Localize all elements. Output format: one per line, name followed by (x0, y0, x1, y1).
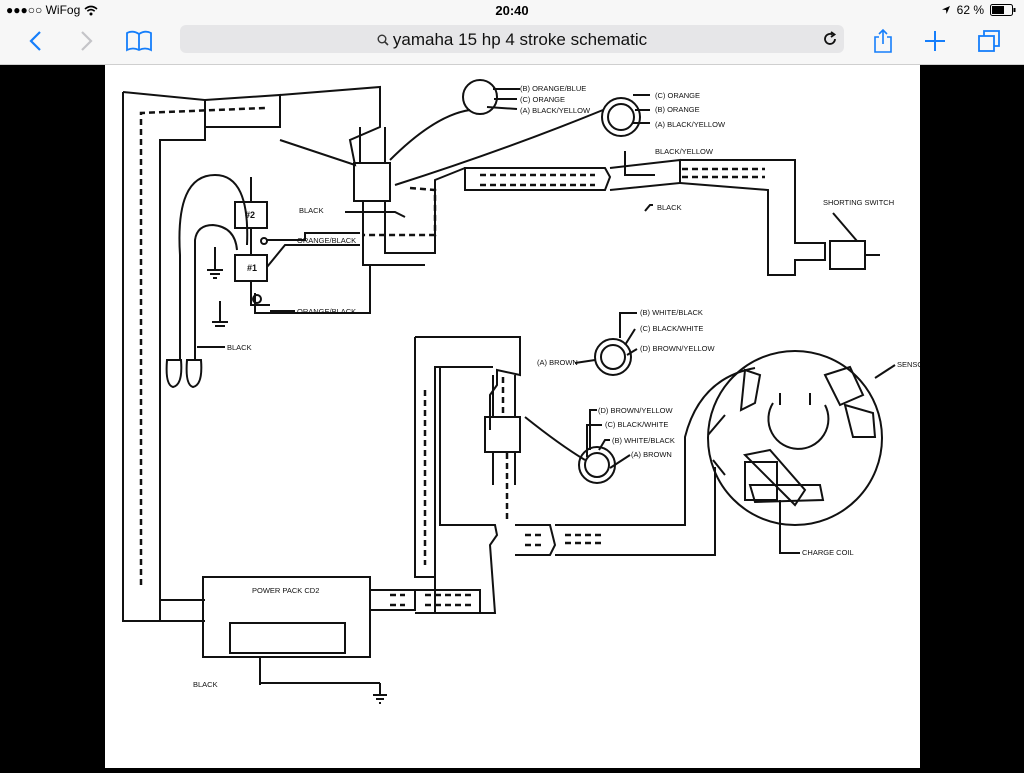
share-button[interactable] (866, 26, 900, 56)
chevron-right-icon (81, 31, 93, 51)
label-orange-black-1: ORANGE/BLACK (297, 236, 356, 245)
clock: 20:40 (495, 3, 529, 18)
address-bar[interactable]: yamaha 15 hp 4 stroke schematic (180, 25, 844, 53)
label-mid-plug1-b: (B) WHITE/BLACK (640, 308, 703, 317)
label-top-plug2-c: (C) ORANGE (655, 91, 700, 100)
label-top-plug1-a: (A) BLACK/YELLOW (520, 106, 591, 115)
tabs-button[interactable] (972, 26, 1006, 56)
wifi-icon (84, 5, 98, 15)
label-sensor: SENSO (897, 360, 920, 369)
label-black-right: BLACK (657, 203, 682, 212)
reload-icon (824, 31, 837, 45)
label-mid-plug2-a: (A) BROWN (631, 450, 672, 459)
reload-button[interactable] (822, 31, 838, 52)
label-mid-plug1-a: (A) BROWN (537, 358, 578, 367)
label-top-plug1-b: (B) ORANGE/BLUE (520, 84, 586, 93)
carrier-group: ●●●○○ WiFog (6, 3, 98, 17)
new-tab-button[interactable] (918, 26, 952, 56)
address-text: yamaha 15 hp 4 stroke schematic (392, 30, 648, 49)
label-black-plugs: BLACK (227, 343, 252, 352)
bookmarks-button[interactable] (122, 26, 156, 56)
label-power-pack: POWER PACK CD2 (252, 586, 319, 595)
label-shorting-switch: SHORTING SWITCH (823, 198, 894, 207)
label-mid-plug1-c: (C) BLACK/WHITE (640, 324, 703, 333)
search-icon (377, 34, 389, 46)
chevron-left-icon (29, 31, 41, 51)
page-content: (B) ORANGE/BLUE (C) ORANGE (A) BLACK/YEL… (0, 65, 1024, 768)
schematic-image: (B) ORANGE/BLUE (C) ORANGE (A) BLACK/YEL… (105, 65, 923, 768)
status-right: 62 % (941, 3, 1016, 17)
label-top-plug2-b: (B) ORANGE (655, 105, 700, 114)
browser-toolbar: yamaha 15 hp 4 stroke schematic (0, 20, 1024, 65)
label-black-bottom: BLACK (193, 680, 218, 689)
location-arrow-icon (941, 6, 950, 14)
battery-percent: 62 % (956, 3, 984, 17)
battery-icon (990, 4, 1016, 16)
label-mid-plug1-d: (D) BROWN/YELLOW (640, 344, 716, 353)
book-icon (126, 30, 152, 52)
address-text-row: yamaha 15 hp 4 stroke schematic (180, 30, 844, 50)
plus-icon (925, 31, 945, 51)
label-mid-plug2-b: (B) WHITE/BLACK (612, 436, 675, 445)
label-top-plug2-a: (A) BLACK/YELLOW (655, 120, 726, 129)
tabs-icon (978, 30, 1000, 52)
wiring-schematic: (B) ORANGE/BLUE (C) ORANGE (A) BLACK/YEL… (122, 79, 923, 704)
label-coil-2: #2 (245, 210, 255, 220)
back-button[interactable] (18, 26, 52, 56)
status-bar: ●●●○○ WiFog 20:40 62 % (0, 0, 1024, 20)
label-charge-coil: CHARGE COIL (802, 548, 854, 557)
label-top-plug1-c: (C) ORANGE (520, 95, 565, 104)
label-orange-black-2: ORANGE/BLACK (297, 307, 356, 316)
label-mid-plug2-c: (C) BLACK/WHITE (605, 420, 668, 429)
label-coil-1: #1 (247, 263, 257, 273)
label-black-mid: BLACK (299, 206, 324, 215)
carrier-label: ●●●○○ WiFog (6, 3, 81, 17)
label-black-yellow: BLACK/YELLOW (655, 147, 714, 156)
forward-button[interactable] (70, 26, 104, 56)
share-icon (874, 28, 892, 53)
label-mid-plug2-d: (D) BROWN/YELLOW (598, 406, 674, 415)
